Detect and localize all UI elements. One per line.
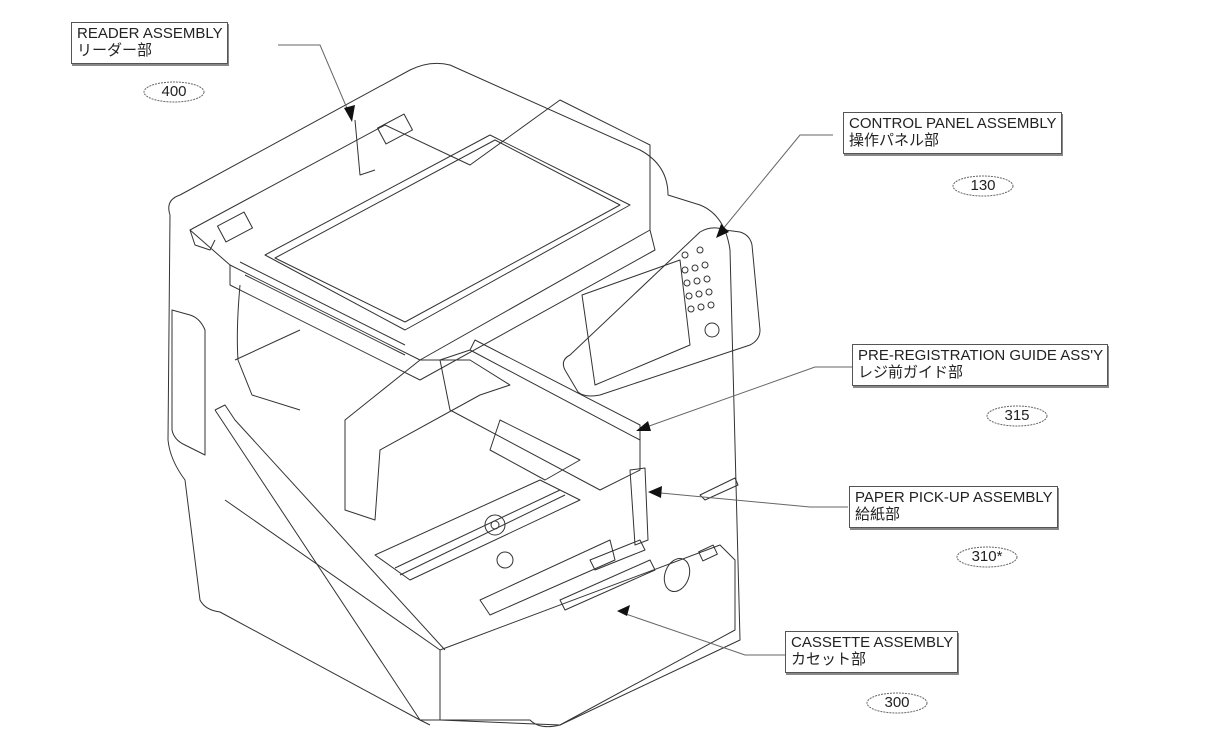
label-en: PAPER PICK-UP ASSEMBLY xyxy=(855,489,1053,506)
ref-number-reader: 400 xyxy=(143,81,205,103)
printer-inner-curve xyxy=(236,284,301,411)
ref-number-control-panel: 130 xyxy=(952,175,1014,197)
cassette-assembly-drawing xyxy=(214,404,739,726)
label-ja: レジ前ガイド部 xyxy=(858,363,964,381)
callout-pre-registration-guide: PRE-REGISTRATION GUIDE ASS'Y レジ前ガイド部 xyxy=(852,344,1109,386)
callout-cassette-assembly: CASSETTE ASSEMBLY カセット部 xyxy=(785,631,959,673)
arrow-cassette xyxy=(617,605,630,616)
callout-paper-pickup-assembly: PAPER PICK-UP ASSEMBLY 給紙部 xyxy=(849,486,1058,528)
printer-body-outline xyxy=(168,62,741,728)
leader-line-reader xyxy=(278,44,353,121)
leader-line-paper-pickup xyxy=(649,491,848,508)
arrow-control-panel xyxy=(716,224,729,238)
label-ja: 給紙部 xyxy=(855,505,901,523)
ref-number-paper-pickup: 310* xyxy=(956,546,1018,568)
pickup-assembly-drawing xyxy=(344,339,649,569)
arrow-paper-pickup xyxy=(648,486,662,498)
label-en: PRE-REGISTRATION GUIDE ASS'Y xyxy=(858,347,1104,364)
printer-side-window xyxy=(171,309,206,456)
label-ja: リーダー部 xyxy=(77,41,153,59)
callout-control-panel-assembly: CONTROL PANEL ASSEMBLY 操作パネル部 xyxy=(843,112,1062,154)
label-ja: カセット部 xyxy=(791,650,867,668)
arrow-reader xyxy=(344,105,355,122)
control-panel-drawing xyxy=(562,227,761,397)
arrow-pre-registration xyxy=(636,421,651,431)
label-en: READER ASSEMBLY xyxy=(77,25,223,42)
callout-reader-assembly: READER ASSEMBLY リーダー部 xyxy=(71,22,228,64)
leader-line-control-panel xyxy=(717,134,833,236)
label-en: CONTROL PANEL ASSEMBLY xyxy=(849,115,1057,132)
label-en: CASSETTE ASSEMBLY xyxy=(791,634,954,651)
printer-left-side xyxy=(167,214,421,721)
ref-number-pre-registration: 315 xyxy=(986,405,1048,427)
reader-assembly-drawing xyxy=(189,99,656,381)
leader-line-pre-registration xyxy=(637,366,852,431)
ref-number-cassette: 300 xyxy=(866,692,928,714)
label-ja: 操作パネル部 xyxy=(849,131,940,149)
leader-line-cassette xyxy=(619,611,786,656)
